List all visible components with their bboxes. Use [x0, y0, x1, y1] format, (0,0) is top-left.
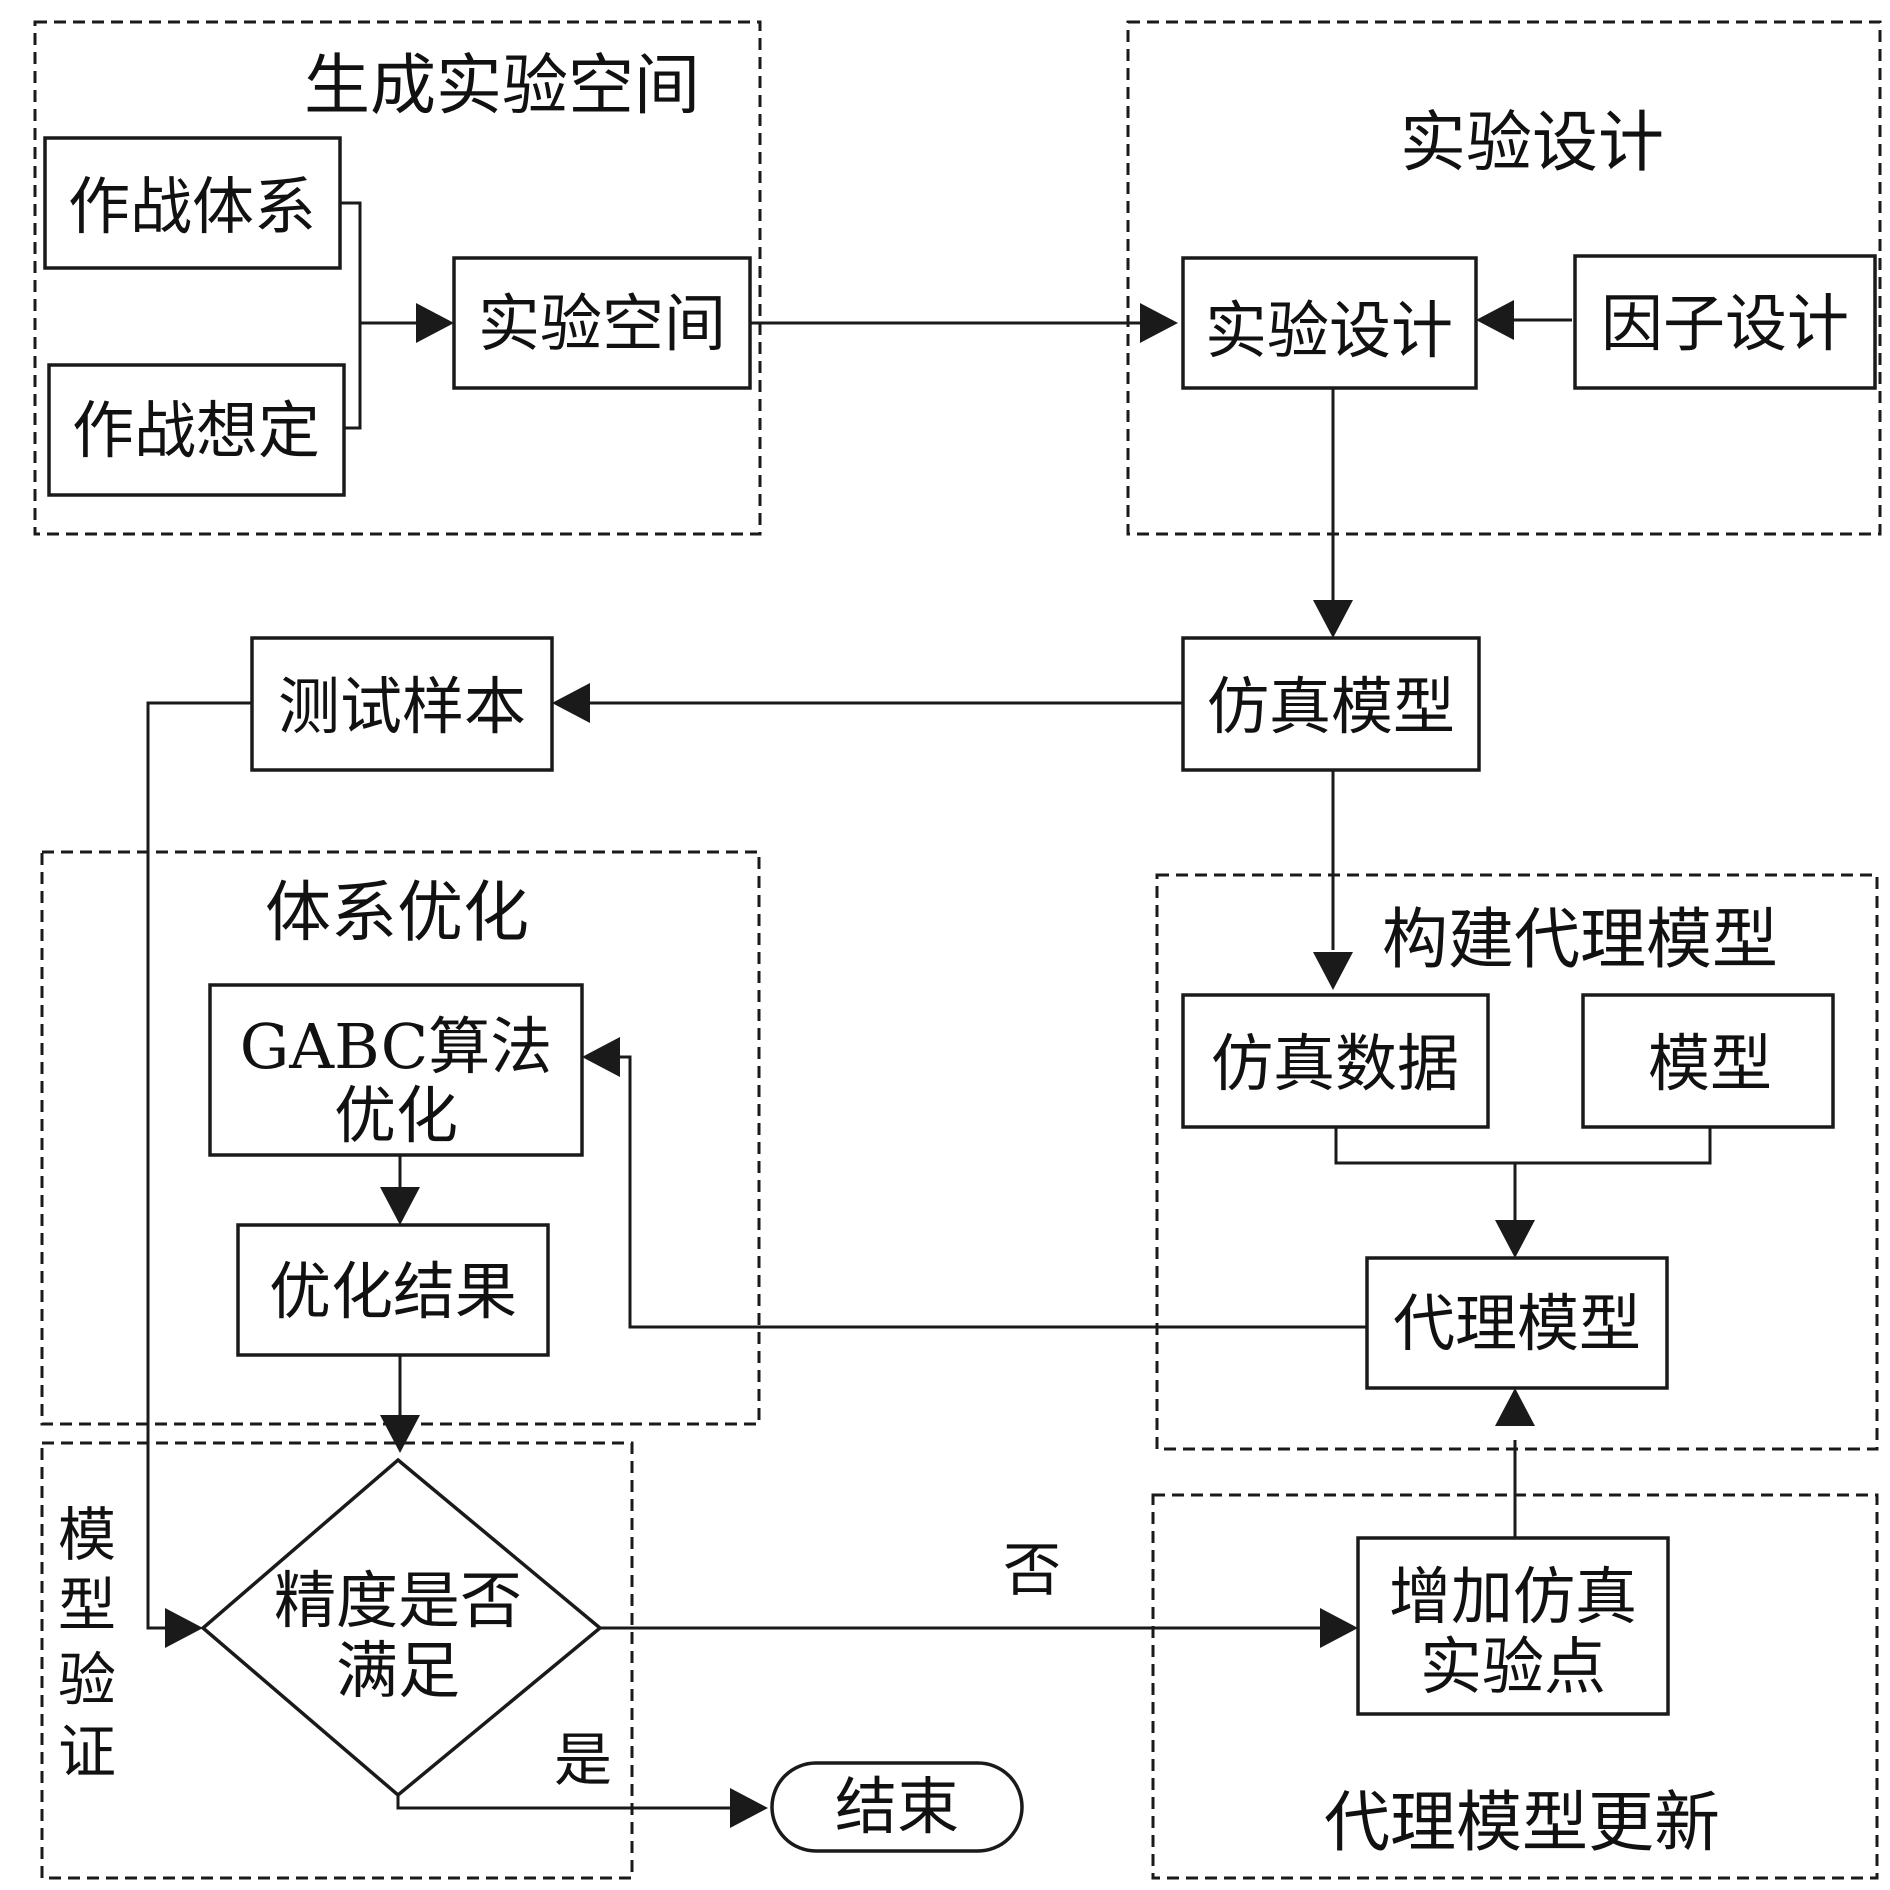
arrowhead-into-simulation	[1313, 600, 1353, 638]
node-label-line-1: 增加仿真	[1389, 1560, 1637, 1633]
node-label-line-1: 精度是否	[274, 1564, 522, 1637]
group-title-surrogate-update: 代理模型更新	[1324, 1784, 1720, 1861]
node-gabc-optimization: GABC算法 优化	[208, 983, 584, 1157]
arrowhead-into-accuracy-top	[380, 1415, 420, 1453]
node-end: 结束	[770, 1761, 1024, 1853]
bracket-data-model	[1334, 1127, 1712, 1165]
arrowhead-into-surrogate-bottom	[1495, 1388, 1535, 1426]
model-validation-char-2: 型	[58, 1571, 116, 1639]
node-label: 仿真模型	[1207, 670, 1455, 743]
node-label-line-1: GABC算法	[240, 1010, 552, 1083]
node-optimization-result: 优化结果	[236, 1223, 550, 1357]
group-title-experiment-design: 实验设计	[1400, 104, 1664, 181]
node-factor-design: 因子设计	[1573, 254, 1877, 390]
model-validation-char-1: 模	[58, 1501, 116, 1569]
arrowhead-into-design-right	[1476, 300, 1514, 340]
node-combat-scenario: 作战想定	[47, 363, 346, 497]
arrowhead-into-samples	[552, 683, 590, 723]
arrowhead-into-end	[730, 1788, 768, 1828]
node-model: 模型	[1581, 993, 1835, 1129]
node-accuracy-decision: 精度是否 满足	[200, 1457, 603, 1798]
arrowhead-into-space	[416, 303, 454, 343]
arrowhead-into-gabc	[582, 1037, 620, 1077]
node-test-samples: 测试样本	[250, 636, 554, 772]
node-label: 作战体系	[68, 170, 316, 243]
group-generate-space	[33, 20, 762, 536]
node-label: 作战想定	[72, 394, 320, 467]
edge-label-no: 否	[1003, 1536, 1061, 1604]
arrowhead-into-design-left	[1140, 303, 1178, 343]
edge-surrogate-to-gabc	[612, 1055, 1367, 1329]
node-combat-system: 作战体系	[43, 136, 342, 270]
group-build-surrogate	[1155, 873, 1879, 1451]
arrowhead-into-surrogate-top	[1495, 1220, 1535, 1258]
group-title-generate-space: 生成实验空间	[304, 47, 700, 124]
bracket-combat-inputs	[340, 201, 362, 430]
node-label-line-2: 实验点	[1420, 1630, 1606, 1703]
edge-label-yes: 是	[554, 1726, 612, 1794]
node-simulation-model: 仿真模型	[1181, 636, 1481, 772]
node-label: 实验设计	[1205, 294, 1453, 367]
node-label-line-2: 优化	[334, 1079, 458, 1152]
edge-accuracy-to-end	[396, 1795, 730, 1810]
model-validation-char-3: 验	[58, 1646, 116, 1714]
group-system-optimization	[40, 850, 761, 1426]
node-label: 优化结果	[269, 1255, 517, 1328]
node-label: 测试样本	[278, 670, 526, 743]
model-validation-char-4: 证	[58, 1718, 116, 1786]
group-title-build-surrogate: 构建代理模型	[1382, 901, 1778, 978]
arrowhead-into-data	[1313, 952, 1353, 990]
group-title-model-validation: 模 型 验 证	[58, 1501, 116, 1786]
node-label: 代理模型	[1393, 1287, 1641, 1360]
node-simulation-data: 仿真数据	[1181, 993, 1490, 1129]
node-add-simulation-points: 增加仿真 实验点	[1356, 1536, 1670, 1716]
node-label: 模型	[1648, 1027, 1772, 1100]
node-label: 因子设计	[1601, 287, 1849, 360]
edge-samples-to-accuracy	[146, 701, 252, 1630]
node-experiment-design: 实验设计	[1181, 256, 1478, 390]
node-label: 仿真数据	[1211, 1027, 1459, 1100]
arrowhead-into-accuracy-left	[165, 1608, 203, 1648]
group-title-system-optimization: 体系优化	[265, 874, 529, 951]
arrowhead-into-add-points	[1320, 1608, 1358, 1648]
node-label-line-2: 满足	[336, 1634, 460, 1707]
node-label: 结束	[835, 1770, 959, 1843]
arrowhead-into-result	[380, 1187, 420, 1225]
node-surrogate-model: 代理模型	[1365, 1256, 1669, 1390]
group-experiment-design	[1126, 20, 1882, 536]
node-label: 实验空间	[478, 287, 726, 360]
node-experiment-space: 实验空间	[452, 256, 752, 390]
group-model-validation	[40, 1441, 634, 1880]
